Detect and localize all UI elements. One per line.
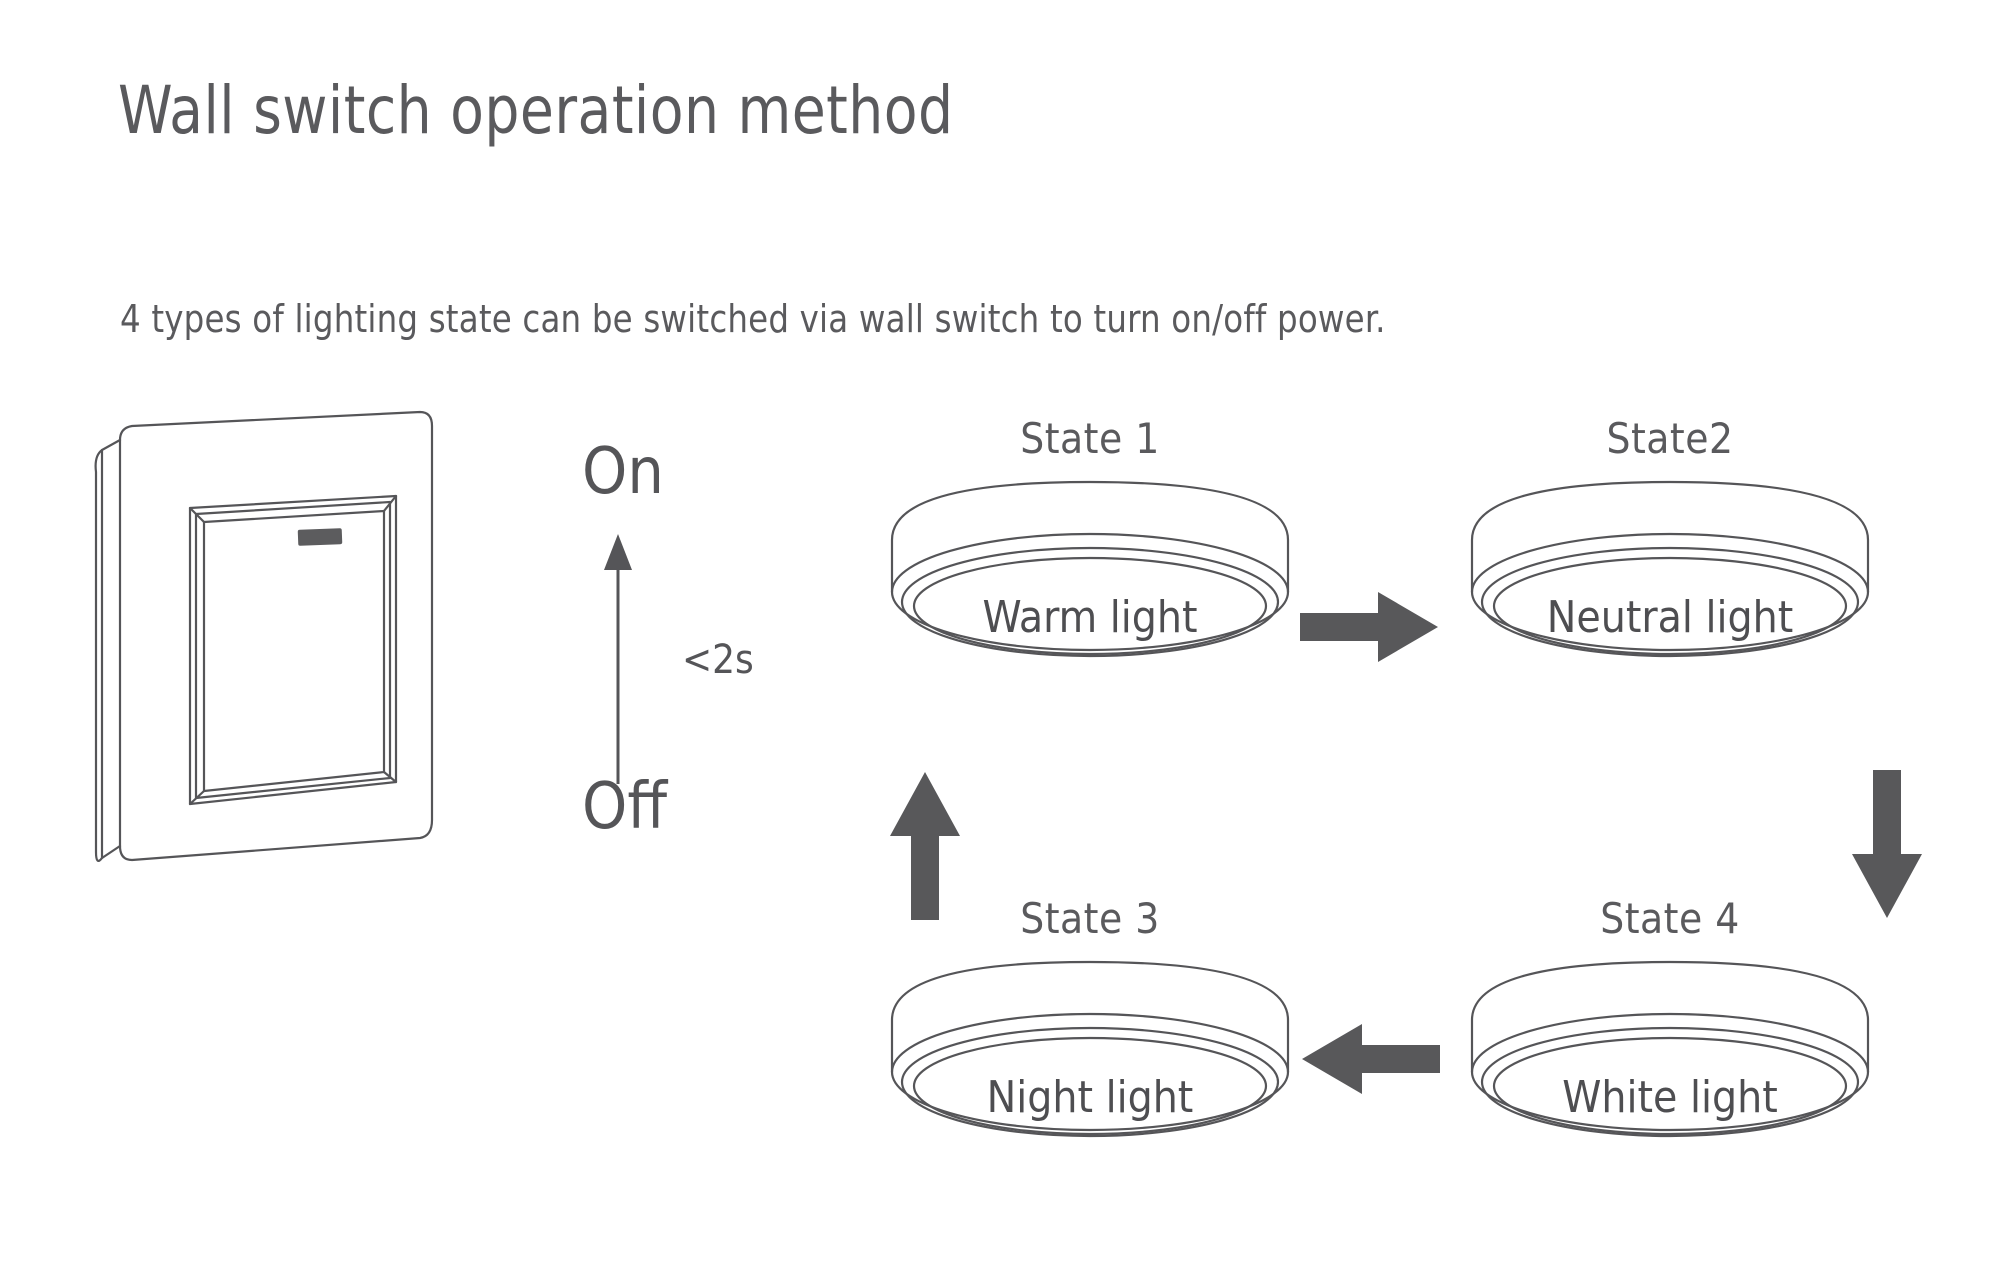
switch-timing-legend: On <2s Off bbox=[560, 440, 820, 900]
page-title: Wall switch operation method bbox=[118, 72, 954, 149]
state-label: State2 bbox=[1606, 414, 1734, 463]
state-card-state1: State 1 Warm light bbox=[880, 418, 1300, 718]
light-mode-label: Night light bbox=[986, 1072, 1194, 1123]
wall-switch-illustration bbox=[80, 390, 500, 900]
state-label: State 4 bbox=[1600, 894, 1740, 943]
state-card-state3: State 3 Night light bbox=[880, 898, 1300, 1198]
down-arrow-icon bbox=[1848, 770, 1926, 920]
page-subtitle: 4 types of lighting state can be switche… bbox=[120, 297, 1386, 341]
state-label: State 1 bbox=[1020, 414, 1160, 463]
switch-indicator-light bbox=[297, 528, 343, 546]
switch-on-label: On bbox=[582, 435, 664, 509]
press-duration-label: <2s bbox=[682, 637, 754, 683]
state-label: State 3 bbox=[1020, 894, 1160, 943]
ceiling-lamp-icon bbox=[880, 480, 1300, 712]
up-arrow-icon bbox=[886, 770, 964, 920]
press-duration-arrow-icon bbox=[598, 526, 638, 786]
light-mode-label: Neutral light bbox=[1546, 592, 1794, 643]
ceiling-lamp-icon bbox=[880, 960, 1300, 1192]
ceiling-lamp-icon bbox=[1460, 480, 1880, 712]
state-card-state4: State 4 White light bbox=[1460, 898, 1880, 1198]
right-arrow-icon bbox=[1300, 588, 1440, 666]
state-card-state2: State2 Neutral light bbox=[1460, 418, 1880, 718]
light-mode-label: White light bbox=[1562, 1072, 1778, 1123]
light-mode-label: Warm light bbox=[982, 592, 1198, 643]
ceiling-lamp-icon bbox=[1460, 960, 1880, 1192]
left-arrow-icon bbox=[1300, 1020, 1440, 1098]
switch-off-label: Off bbox=[582, 770, 667, 844]
